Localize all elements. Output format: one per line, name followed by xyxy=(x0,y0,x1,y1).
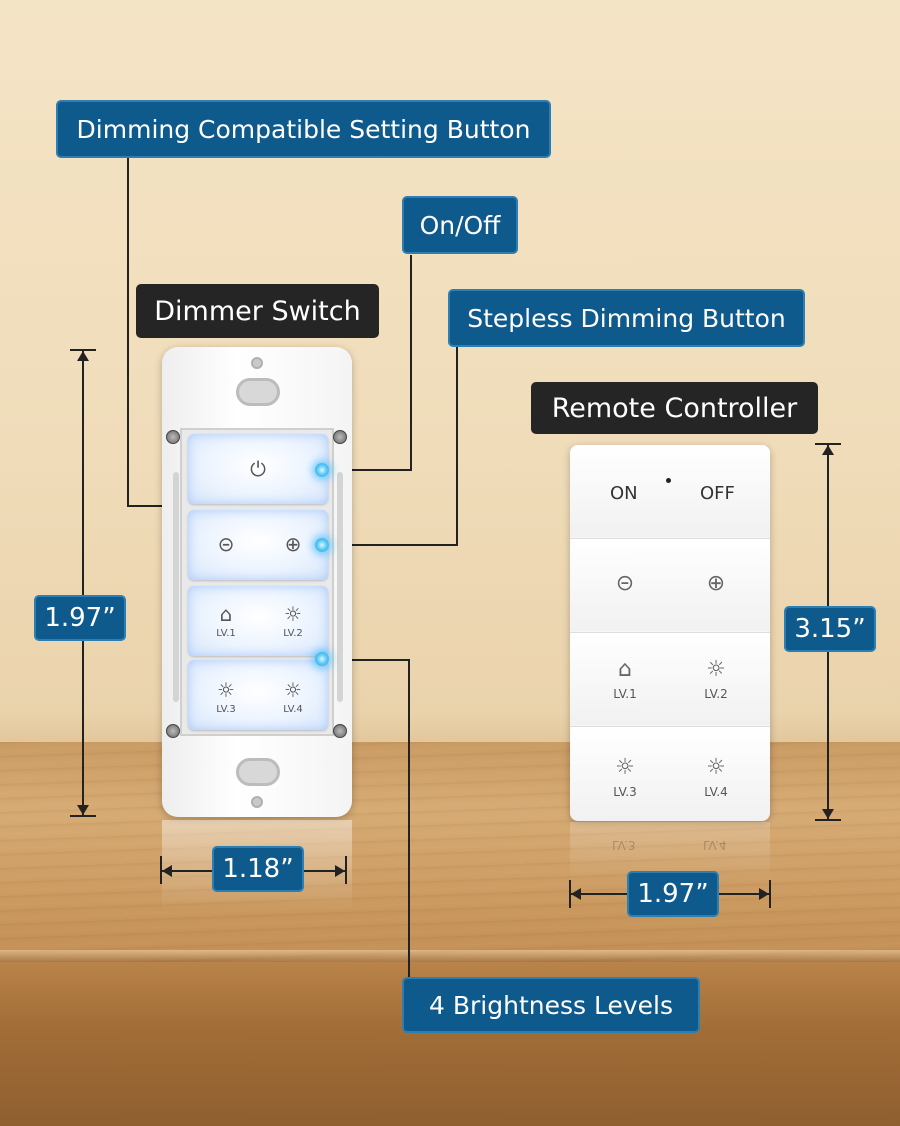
screw-bottom-right-icon xyxy=(333,724,347,738)
remote-width-badge: 1.97” xyxy=(627,871,719,917)
callout-line-levels-v xyxy=(408,659,410,979)
remote-level-2-icon: ☼ xyxy=(706,657,726,682)
remote-width-arrow-left-icon xyxy=(571,888,581,900)
on-off-indicator-dot xyxy=(315,463,329,477)
remote-dimming-button[interactable]: ⊝ ⊕ xyxy=(570,538,770,631)
stepless-dimming-label: Stepless Dimming Button xyxy=(467,303,786,333)
switch-width-badge: 1.18” xyxy=(212,846,304,892)
switch-level-button-3-4[interactable]: ☼ LV.3 ☼ LV.4 xyxy=(188,660,328,730)
level-4-icon: ☼ xyxy=(284,678,302,702)
dim-up-icon: ⊕ xyxy=(284,532,302,556)
remote-level-button-3-4[interactable]: ☼ LV.3 ☼ LV.4 xyxy=(570,726,770,821)
switch-width-arrow-right-icon xyxy=(335,865,345,877)
remote-level-1-icon: ⌂ xyxy=(618,657,632,682)
remote-controller-title-text: Remote Controller xyxy=(551,392,798,424)
power-icon: ⏻ xyxy=(250,457,266,481)
switch-dimming-button[interactable]: ⊝ ⊕ xyxy=(188,510,328,580)
remote-width-arrow-right-icon xyxy=(759,888,769,900)
switch-height-cap-top xyxy=(70,349,96,351)
dimming-compatible-callout: Dimming Compatible Setting Button xyxy=(56,100,551,158)
remote-level-3-icon: ☼ xyxy=(615,755,635,780)
stepless-indicator-dot xyxy=(315,538,329,552)
remote-on-off-button[interactable]: ON OFF xyxy=(570,445,770,537)
dimmer-switch-title-text: Dimmer Switch xyxy=(154,295,361,327)
remote-level-button-1-2[interactable]: ⌂ LV.1 ☼ LV.2 xyxy=(570,632,770,725)
remote-height-arrow-up-icon xyxy=(822,445,834,455)
remote-dim-down-icon: ⊝ xyxy=(615,571,635,596)
callout-line-dimming-h xyxy=(127,505,182,507)
remote-level-3-label: LV.3 xyxy=(613,785,637,799)
remote-height-cap-top xyxy=(815,443,841,445)
levels-indicator-dot xyxy=(315,652,329,666)
table-edge xyxy=(0,950,900,962)
remote-reflection-lv4: LV.4 xyxy=(703,838,727,852)
level-4-label: LV.4 xyxy=(283,704,303,715)
callout-line-onoff-v xyxy=(410,255,412,470)
plate-screw-hole-top xyxy=(251,357,263,369)
remote-width-value: 1.97” xyxy=(637,879,709,909)
stepless-dimming-callout: Stepless Dimming Button xyxy=(448,289,805,347)
callout-line-dimming-v xyxy=(127,158,129,506)
switch-height-arrow-up-icon xyxy=(77,351,89,361)
switch-level-button-1-2[interactable]: ⌂ LV.1 ☼ LV.2 xyxy=(188,586,328,656)
remote-height-arrow-down-icon xyxy=(822,809,834,819)
level-1-label: LV.1 xyxy=(216,628,236,639)
level-2-label: LV.2 xyxy=(283,628,303,639)
switch-height-badge: 1.97” xyxy=(34,595,126,641)
remote-level-2-label: LV.2 xyxy=(704,687,728,701)
remote-width-cap-right xyxy=(769,880,771,908)
dimming-compatible-label: Dimming Compatible Setting Button xyxy=(76,114,531,144)
remote-dim-up-icon: ⊕ xyxy=(706,571,726,596)
callout-line-levels-h xyxy=(332,659,410,661)
dimmer-switch-title: Dimmer Switch xyxy=(136,284,379,338)
switch-width-value: 1.18” xyxy=(222,854,294,884)
switch-width-cap-right xyxy=(345,856,347,884)
remote-led-indicator xyxy=(666,478,671,483)
callout-line-stepless-h xyxy=(332,544,458,546)
remote-level-1-label: LV.1 xyxy=(613,687,637,701)
brightness-levels-label: 4 Brightness Levels xyxy=(429,990,673,1020)
remote-height-badge: 3.15” xyxy=(784,606,876,652)
on-off-callout: On/Off xyxy=(402,196,518,254)
callout-line-stepless-v xyxy=(456,345,458,545)
switch-power-button[interactable]: ⏻ xyxy=(188,434,328,504)
remote-off-label: OFF xyxy=(700,483,735,504)
remote-level-4-label: LV.4 xyxy=(704,785,728,799)
level-3-icon: ☼ xyxy=(217,678,235,702)
plate-rail-right xyxy=(337,472,343,702)
switch-width-arrow-left-icon xyxy=(162,865,172,877)
switch-height-value: 1.97” xyxy=(44,603,116,633)
level-1-icon: ⌂ xyxy=(219,602,233,626)
plate-rail-left xyxy=(173,472,179,702)
dim-down-icon: ⊝ xyxy=(217,532,235,556)
remote-reflection-lv3: LV.3 xyxy=(612,838,636,852)
level-3-label: LV.3 xyxy=(216,704,236,715)
brightness-levels-callout: 4 Brightness Levels xyxy=(402,977,700,1033)
remote-height-value: 3.15” xyxy=(794,614,866,644)
callout-line-onoff-h xyxy=(332,469,412,471)
plate-mount-slot-top xyxy=(236,378,280,406)
switch-height-cap-bottom xyxy=(70,815,96,817)
screw-top-left-icon xyxy=(166,430,180,444)
remote-on-label: ON xyxy=(610,483,638,504)
remote-height-cap-bottom xyxy=(815,819,841,821)
switch-height-arrow-down-icon xyxy=(77,805,89,815)
remote-controller-title: Remote Controller xyxy=(531,382,818,434)
switch-width-cap-left xyxy=(160,856,162,884)
on-off-label: On/Off xyxy=(419,210,501,240)
level-2-icon: ☼ xyxy=(284,602,302,626)
screw-bottom-left-icon xyxy=(166,724,180,738)
switch-height-dim-line xyxy=(82,350,84,816)
remote-level-4-icon: ☼ xyxy=(706,755,726,780)
screw-top-right-icon xyxy=(333,430,347,444)
plate-mount-slot-bottom xyxy=(236,758,280,786)
remote-width-cap-left xyxy=(569,880,571,908)
plate-screw-hole-bottom xyxy=(251,796,263,808)
